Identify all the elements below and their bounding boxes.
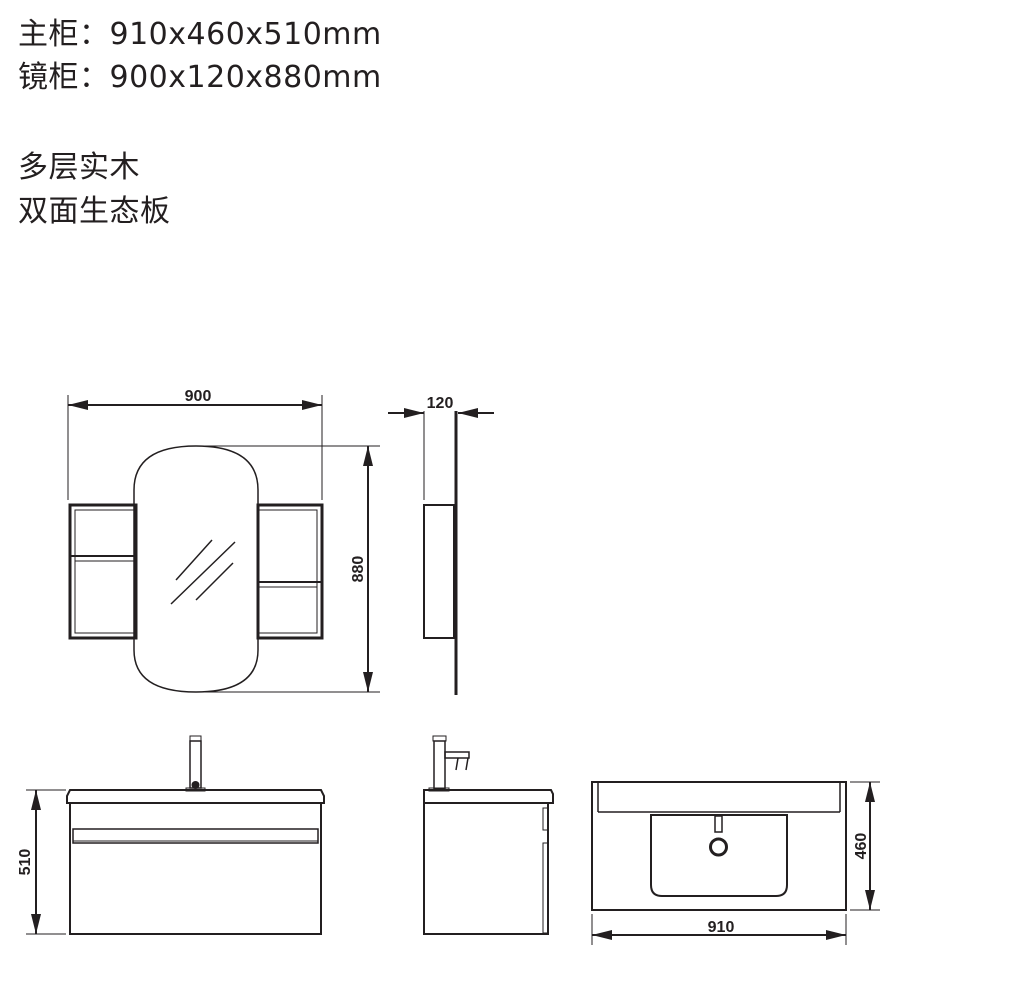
base-cabinet-top-view: 460 910	[591, 781, 880, 945]
reflection-mark	[175, 539, 213, 581]
mirror-cabinet-front-view: 900 880	[67, 388, 380, 693]
faucet-handle	[191, 781, 200, 789]
drawer-top-edge	[72, 828, 319, 844]
drain-icon	[709, 837, 728, 857]
base-depth-label: 460	[853, 833, 870, 860]
mirror-cabinet-side-view: 120	[388, 395, 494, 695]
material-line-1: 多层实木	[18, 150, 140, 185]
mirror-cabinet-spec: 镜柜：900x120x880mm	[18, 60, 382, 95]
base-height-label: 510	[17, 849, 34, 876]
base-width-label: 910	[708, 919, 735, 936]
mirror-panel	[133, 445, 259, 693]
basin	[650, 814, 788, 897]
material-line-2: 双面生态板	[18, 194, 171, 229]
mirror-depth-label: 120	[427, 395, 454, 412]
mirror-height-label: 880	[350, 556, 367, 583]
reflection-mark	[195, 562, 234, 601]
countertop	[66, 789, 325, 804]
base-cabinet-front-view: 510	[17, 735, 325, 935]
reflection-mark	[170, 541, 236, 605]
base-cabinet-side-view	[423, 735, 554, 935]
faucet-top	[714, 815, 723, 833]
main-cabinet-spec: 主柜：910x460x510mm	[18, 17, 382, 52]
mirror-width-label: 900	[185, 388, 212, 405]
